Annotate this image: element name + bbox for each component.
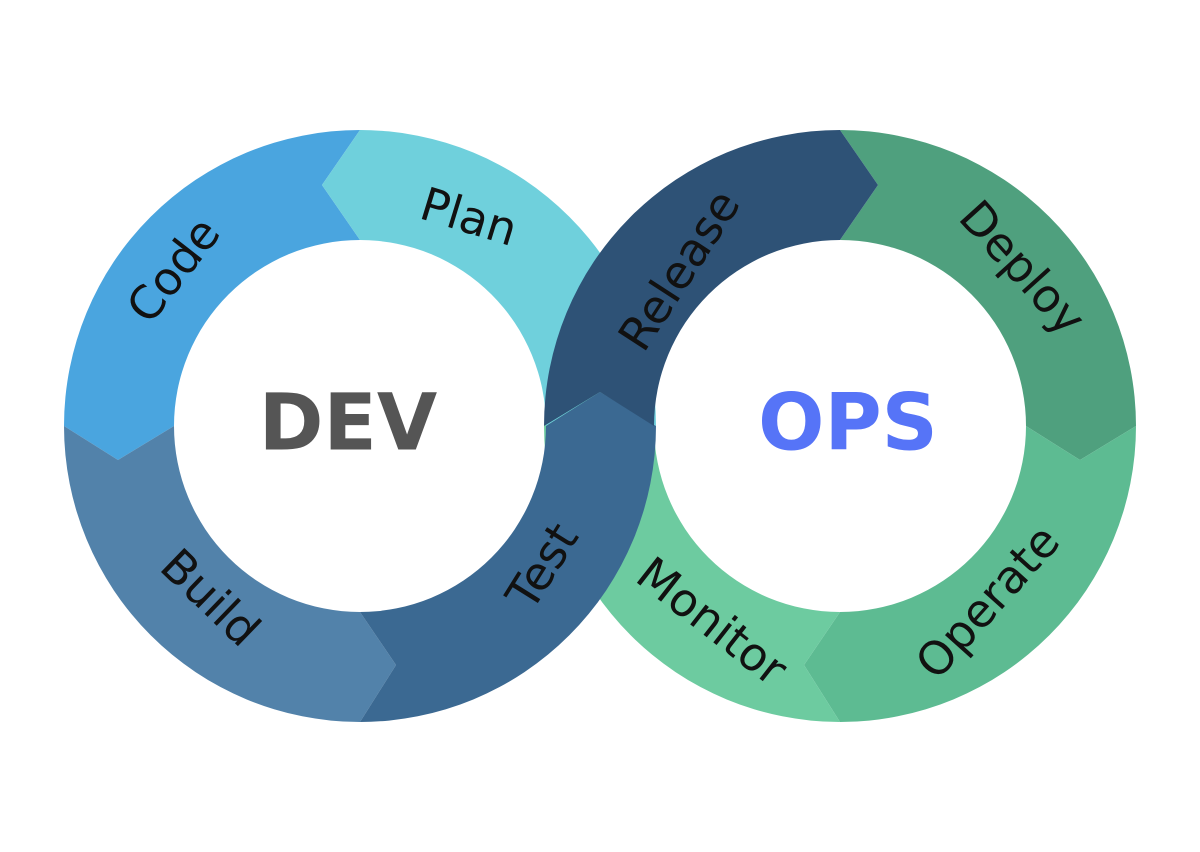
segment-release <box>544 130 878 426</box>
segment-test <box>360 392 656 722</box>
dev-ring <box>64 130 656 722</box>
ops-hub-label: OPS <box>758 378 938 468</box>
segment-operate <box>804 426 1136 722</box>
segment-code <box>64 130 360 460</box>
dev-hub-label: DEV <box>259 378 437 468</box>
segment-deploy <box>840 130 1136 460</box>
segment-build <box>64 426 396 722</box>
